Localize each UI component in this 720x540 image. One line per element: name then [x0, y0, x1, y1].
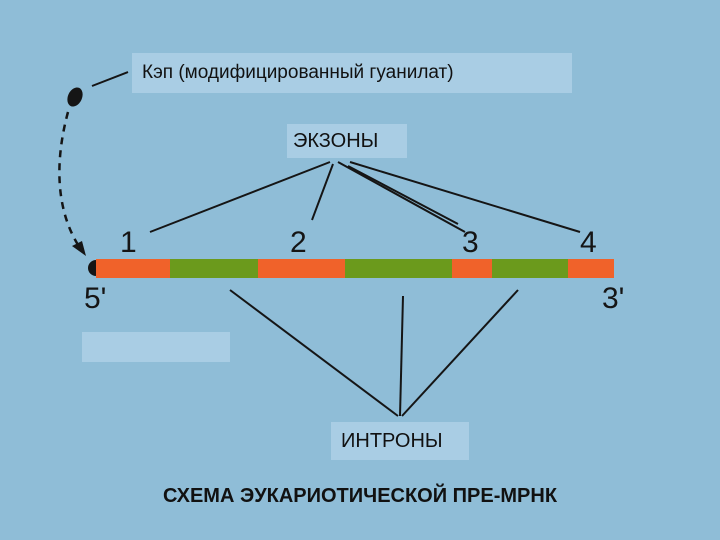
exon-number-1: 1 [120, 226, 137, 259]
exon-segment [258, 259, 345, 278]
diagram-caption: СХЕМА ЭУКАРИОТИЧЕСКОЙ ПРЕ-МРНК [162, 485, 558, 507]
three-prime-label: 3' [602, 282, 625, 315]
introns-label: ИНТРОНЫ [331, 422, 469, 460]
five-prime-label: 5' [84, 282, 107, 315]
exon-segment [568, 259, 614, 278]
exon-number-2: 2 [290, 226, 307, 259]
mrna-bar [96, 259, 614, 278]
exon-line-3a [337, 161, 466, 233]
exon-line-1 [149, 161, 331, 233]
cap-pointer-line [91, 71, 129, 87]
blank-label-box [82, 332, 230, 362]
intron-lines [229, 289, 519, 417]
exon-number-3: 3 [462, 226, 479, 259]
cap-label: Кэп (модифицированный гуанилат) [132, 53, 572, 93]
intron-line-2 [399, 295, 404, 417]
intron-line-3 [401, 289, 519, 417]
cap-arrow-head [72, 241, 86, 256]
exon-segment [96, 259, 170, 278]
intron-segment [492, 259, 568, 278]
exon-line-4 [349, 161, 581, 233]
exon-number-4: 4 [580, 226, 597, 259]
exons-label: ЭКЗОНЫ [287, 124, 407, 158]
intron-line-1 [229, 289, 399, 417]
intron-segment [170, 259, 258, 278]
exon-segment [452, 259, 492, 278]
exon-lines [149, 161, 581, 233]
cap-dashed-arrow [58, 111, 82, 249]
intron-segment [345, 259, 452, 278]
cap-blob [67, 87, 83, 107]
exon-line-2 [311, 163, 334, 221]
exon-line-3b [347, 165, 459, 225]
